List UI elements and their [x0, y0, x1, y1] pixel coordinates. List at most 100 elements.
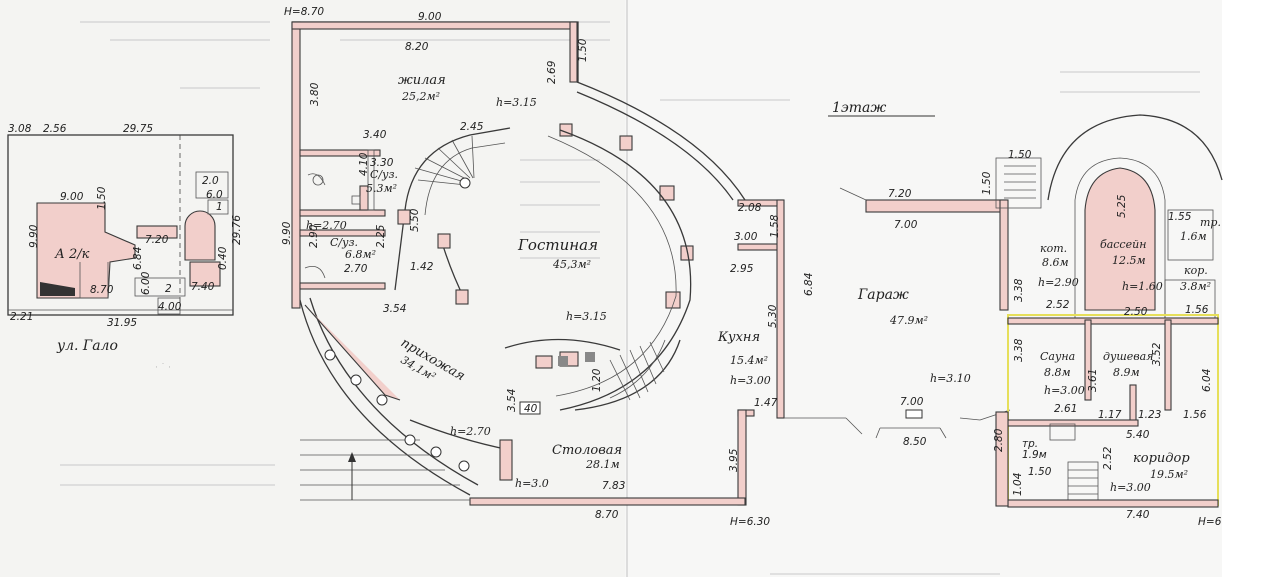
room-height: h=1.60	[1122, 280, 1163, 293]
room-name: Гостиная	[517, 236, 598, 254]
dimension: 9.90	[281, 221, 293, 245]
site-plan: 3.08 2.56 29.75 9.00 1.50 9.90 7.20 6.84…	[7, 123, 243, 373]
site-dim: 3.08	[8, 123, 32, 135]
house-footprint	[36, 202, 136, 299]
dimension: 2.08	[738, 202, 762, 214]
room-name: С/уз.	[330, 236, 358, 249]
site-dim: 0.40	[217, 246, 229, 270]
dimension: 3.95	[728, 448, 740, 472]
dimension: 1.23	[1138, 409, 1161, 421]
room-height: h=2.90	[1038, 276, 1079, 289]
room-height: h=3.00	[730, 374, 771, 387]
site-dim: 1	[216, 201, 223, 213]
dimension: 1.50	[577, 38, 589, 62]
dimension: 3.54	[506, 389, 518, 412]
dimension: 7.40	[1126, 509, 1150, 521]
site-dim: 2	[165, 283, 172, 295]
site-dim: 1.50	[96, 186, 108, 210]
room-height: h=3.15	[496, 96, 537, 109]
site-dim: 29.75	[123, 123, 153, 135]
dimension: 1.47	[754, 397, 778, 409]
plan-garage	[784, 187, 1011, 439]
room-area: 8.8м	[1044, 366, 1071, 379]
dimension: 5.40	[1126, 429, 1150, 441]
entrance-stairs	[300, 439, 470, 501]
dimension: 1.04	[1012, 473, 1024, 496]
room-area: 25,2м²	[401, 90, 440, 103]
dimension: 1.50	[1028, 466, 1052, 478]
room-area: 15.4м²	[730, 354, 768, 367]
dimension: 3.54	[383, 303, 406, 315]
dimension: 1.50	[981, 171, 993, 195]
room-area: 19.5м²	[1150, 468, 1188, 481]
level-mark: H=6	[1198, 516, 1222, 528]
dimension: 5.25	[1116, 194, 1128, 218]
dimension: 7.00	[894, 219, 918, 231]
dimension: 1.17	[1098, 409, 1122, 421]
room-area: 28.1м	[585, 458, 620, 471]
street-label: ул. Гало	[56, 338, 118, 354]
site-dim: 8.70	[90, 284, 114, 296]
room-name: С/уз.	[370, 168, 398, 181]
room-height: h=3.15	[566, 310, 607, 323]
dimension: 2.90	[308, 224, 320, 248]
site-pool	[184, 210, 216, 261]
room-height: h=2.70	[450, 425, 491, 438]
room-name: жилая	[398, 73, 446, 88]
dimension: 2.52	[1102, 446, 1114, 470]
room-name: тр.	[1022, 438, 1038, 450]
hall-columns	[304, 304, 513, 481]
spiral-stair-upper	[394, 127, 511, 305]
room-name: кот.	[1040, 242, 1067, 255]
dimension: 4.10	[358, 152, 370, 176]
room-name: Гараж	[857, 287, 909, 303]
dimension: 3.40	[363, 129, 387, 141]
room-height: h=3.0	[515, 477, 549, 490]
room-name: кор.	[1184, 264, 1208, 277]
site-dim: 6.00	[140, 271, 152, 295]
room-name: Кухня	[717, 330, 760, 345]
dimension-labels: 9.00 8.20 1.50 2.69 3.80 3.40 2.45 4.10 …	[281, 11, 1213, 521]
dimension: 8.50	[903, 436, 927, 448]
room-area: 45,3м²	[552, 258, 591, 271]
plan-east-block	[995, 114, 1223, 508]
dimension: 5.30	[767, 304, 779, 328]
site-dim: 2.0	[202, 175, 219, 187]
site-boundary	[7, 134, 234, 316]
room-height: h=3.00	[1110, 481, 1151, 494]
room-area: 12.5м	[1112, 254, 1146, 267]
dimension: 2.95	[730, 263, 754, 275]
room-height: h=3.10	[930, 372, 971, 385]
dimension: 2.25	[375, 224, 387, 248]
dimension: 9.00	[418, 11, 442, 23]
dimension: 3.52	[1151, 342, 1163, 366]
site-dim: 6.0	[206, 189, 223, 201]
room-name: Столовая	[552, 443, 622, 458]
house-label: А 2/к	[54, 247, 90, 262]
dimension: 3.00	[734, 231, 758, 243]
room-name: коридор	[1133, 451, 1190, 466]
dimension: 6.84	[803, 273, 815, 296]
plan-west-block	[291, 21, 785, 506]
room-height: h=3.00	[1044, 384, 1085, 397]
dimension: 1.20	[591, 368, 603, 392]
dimension: 2.52	[1046, 299, 1070, 311]
room-area: 1.6м	[1180, 230, 1207, 243]
room-name: Сауна	[1040, 350, 1075, 363]
dimension: 1.56	[1185, 304, 1209, 316]
dimension: 3.38	[1013, 278, 1025, 302]
room-name: бассейн	[1100, 238, 1146, 251]
dimension: 40	[524, 403, 538, 415]
room-area: 5.3м²	[366, 182, 397, 195]
room-area: 47.9м²	[889, 314, 928, 327]
dimension: 8.20	[405, 41, 429, 53]
level-mark: H=8.70	[284, 6, 324, 18]
room-area: 8.6м	[1042, 256, 1069, 269]
svg-text:· ˙ ·: · ˙ ·	[155, 363, 171, 373]
dimension: 5.50	[409, 208, 421, 232]
site-dim: 9.00	[60, 191, 84, 203]
site-dim: 29.76	[231, 215, 243, 245]
room-area: 1.9м	[1022, 449, 1047, 461]
site-dim: 7.40	[191, 281, 215, 293]
